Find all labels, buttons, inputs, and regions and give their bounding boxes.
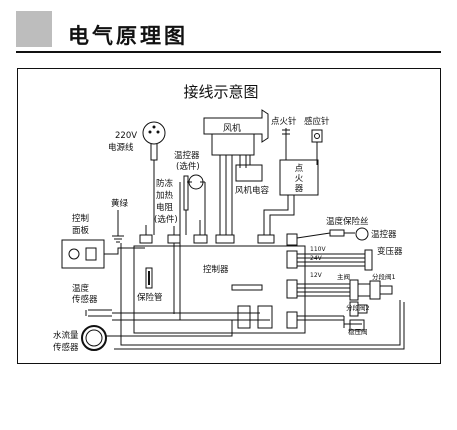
igniter-box (279, 159, 319, 196)
power-cord-line (150, 144, 158, 235)
fuse-tube-label: 保险管 (137, 292, 163, 303)
section-valve-1 (369, 280, 393, 300)
section-valve-2 (349, 301, 368, 317)
header-decoration-block (16, 11, 52, 47)
transformer-label: 变压器 (377, 246, 403, 257)
flow-sensor-label-2: 传感器 (53, 342, 79, 353)
power-plug-pin-3 (152, 125, 156, 129)
fan-capacitor (235, 164, 263, 182)
fan-capacitor-label: 风机电容 (235, 185, 270, 196)
v110-label: 110V (310, 246, 326, 253)
diagram-frame (17, 68, 441, 364)
main-valve-label: 主阀 (337, 272, 350, 281)
connector-wires-top (145, 220, 201, 235)
thermostat-optional-wires (187, 181, 206, 235)
igniter-label-2: 火 (295, 174, 304, 184)
valve-wires (297, 283, 350, 297)
fan-label: 风机 (223, 122, 241, 134)
connector-row (139, 234, 275, 244)
control-panel-cable (104, 247, 145, 255)
pressure-valve-wires (297, 315, 362, 328)
ignition-needle-label: 点火针 (271, 116, 297, 127)
page-title: 电气原理图 (68, 24, 188, 48)
power-cord-label: 电源线 (108, 142, 134, 153)
antifreeze-heater (179, 175, 189, 235)
thermostat-optional-label-1: 温控器 (174, 150, 200, 161)
thermostat-right-label: 温控器 (371, 229, 397, 240)
power-plug-pin-2 (156, 130, 160, 134)
control-panel-label-1: 控制 (72, 213, 89, 224)
section-valve-1-label: 分段阀1 (372, 272, 396, 281)
fuse-tube (145, 267, 153, 289)
v12-label: 12V (310, 272, 323, 279)
thermostat-optional-label-2: (选件) (176, 161, 200, 172)
temp-sensor-label-2: 传感器 (72, 294, 98, 305)
igniter-leads (263, 195, 295, 235)
diagram-title: 接线示意图 (183, 83, 258, 101)
flow-sensor-label-1: 水流量 (53, 330, 79, 341)
thermostat-right-body (355, 227, 369, 241)
controller-relay (231, 284, 263, 291)
sensing-needle-tip (314, 133, 320, 139)
temp-fuse (296, 229, 355, 239)
antifreeze-label-1: 防冻 (156, 178, 174, 189)
flow-sensor-outer (81, 325, 107, 351)
controller-label: 控制器 (203, 264, 229, 275)
ground-wire (112, 210, 124, 243)
temp-sensor-probe (85, 309, 270, 321)
yellow-green-label: 黄绿 (111, 198, 129, 209)
control-panel-display (85, 247, 97, 261)
flow-sensor-inner (85, 329, 103, 347)
temp-sensor-label-1: 温度 (72, 283, 90, 294)
right-connectors (286, 233, 298, 329)
power-plug (142, 121, 166, 145)
control-panel-knob (68, 248, 80, 260)
pressure-valve (349, 319, 365, 331)
temp-sensor-connector (237, 305, 273, 329)
main-valve (349, 279, 370, 301)
fan-leads (219, 155, 251, 235)
control-panel-box (61, 239, 105, 269)
antifreeze-label-3: 电阻 (156, 202, 174, 213)
header-divider (16, 51, 441, 53)
board-internal-wires (173, 243, 181, 320)
sensing-needle (311, 129, 323, 165)
igniter-label-1: 点 (295, 164, 304, 174)
pressure-valve-label: 稳压阀 (348, 327, 368, 336)
flow-sensor-wire (106, 320, 233, 337)
outer-loop-wire (114, 243, 405, 350)
transformer-wires (297, 249, 373, 271)
fan-motor (211, 133, 255, 156)
igniter-label-3: 器 (295, 184, 304, 194)
control-panel-label-2: 面板 (72, 225, 90, 236)
antifreeze-label-4: (选件) (154, 214, 178, 225)
power-cord-voltage-label: 220V (115, 131, 137, 141)
temp-fuse-label: 温度保险丝 (326, 216, 369, 227)
antifreeze-label-2: 加热 (156, 190, 174, 201)
controller-board (133, 245, 306, 334)
power-plug-pin-1 (148, 130, 152, 134)
ignition-needle (282, 128, 290, 150)
sensing-needle-label: 感应针 (304, 116, 330, 127)
